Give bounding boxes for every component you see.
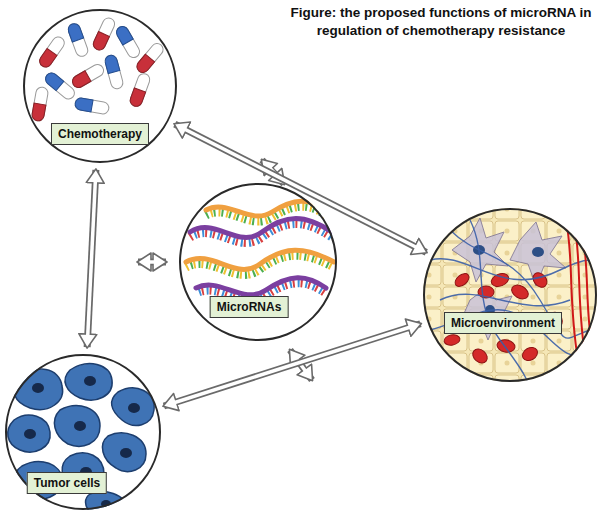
influence-arrows [138, 160, 312, 380]
pills-illustration-part [129, 72, 152, 108]
microenvironment-illustration-part-part [453, 271, 472, 289]
node-label: Chemotherapy [51, 123, 149, 145]
microenvironment-illustration-part-part [496, 339, 516, 354]
tumor-cells-illustration-part-part [120, 448, 132, 458]
microenvironment-illustration-part-part [470, 346, 490, 365]
tumor-cells-illustration-part-part [15, 369, 63, 409]
microenvironment-illustration-part-part [582, 230, 594, 360]
microenvironment-illustration-part [420, 205, 600, 385]
microrna-strands-part-part [186, 250, 334, 269]
arrow-inner [183, 128, 418, 248]
microrna-strands [186, 201, 334, 300]
microrna-strands-part [186, 201, 334, 295]
tumor-cells-illustration-part-part [65, 364, 112, 400]
tumor-cells-illustration [0, 350, 170, 516]
tumor-cells-illustration-part [24, 376, 140, 508]
tumor-cells-illustration-part-part [112, 388, 155, 425]
tumor-cells-illustration-part-part [101, 500, 111, 508]
pills-illustration-part [74, 97, 110, 115]
pills-illustration-part [134, 41, 165, 75]
tumor-cells-illustration-part-part [128, 403, 140, 413]
microenvironment-illustration-part-part [509, 282, 531, 301]
interaction-arrow-group [164, 324, 421, 406]
microrna-strands-part [186, 206, 334, 300]
influence-arrows-part [146, 260, 158, 264]
microenvironment-illustration-part-part [443, 334, 460, 347]
circle-node: Tumor cells [5, 354, 161, 510]
node-label: MicroRNAs [210, 296, 289, 318]
pills-illustration-part [91, 16, 116, 52]
circle-grounds-part [179, 183, 337, 341]
interaction-arrow [175, 124, 426, 252]
microenvironment-illustration-part [443, 270, 564, 366]
pills-illustration-part [43, 70, 77, 101]
circle-grounds-part [23, 9, 177, 163]
microenvironment-illustration [420, 205, 600, 385]
microenvironment-illustration-part-part [574, 222, 586, 362]
microenvironment-illustration-part-part [520, 345, 540, 363]
figure-title: Figure: the proposed functions of microR… [286, 4, 596, 40]
tumor-cells-illustration-part-part [74, 421, 86, 431]
microenvironment-illustration-part [430, 220, 600, 385]
microenvironment-illustration-part [566, 220, 594, 362]
pills-illustration-part [70, 62, 105, 89]
arrow-inner [88, 179, 96, 338]
pills-illustration-part [67, 22, 90, 58]
microrna-strands-part-part [190, 219, 332, 238]
microenvironment-illustration-part-part [530, 270, 549, 290]
tumor-cells-illustration-part-part [54, 406, 100, 447]
node-label: Tumor cells [27, 472, 107, 494]
interaction-arrow [87, 170, 96, 347]
pills-illustration [31, 16, 165, 122]
pills-illustration-part [31, 86, 49, 122]
tumor-cells-illustration-part-part [84, 376, 96, 386]
microrna-strands-part-part [206, 201, 326, 216]
tumor-cells-illustration-part-part [32, 383, 44, 393]
pills-illustration-part [114, 24, 141, 59]
circle-node: MicroRNAs [179, 183, 337, 341]
influence-arrows-part [138, 259, 166, 266]
circle-node: Chemotherapy [23, 9, 177, 163]
tumor-cells-illustration-part-part [24, 429, 36, 439]
node-label: Microenvironment [444, 312, 562, 334]
pills-illustration-part [37, 35, 66, 70]
tumor-cells-illustration-part [0, 350, 170, 516]
microrna-strands-part-part [196, 278, 326, 295]
arrow-inner [173, 326, 412, 403]
microenvironment-illustration-part-part [470, 220, 530, 385]
pills-illustration-part [104, 54, 124, 90]
tumor-cells-illustration-part-part [86, 492, 127, 516]
tumor-cells-illustration-part-part [8, 415, 50, 452]
interaction-arrow-group [87, 170, 96, 347]
microenvironment-illustration-part-part [532, 247, 544, 257]
interaction-arrow [164, 324, 421, 406]
microenvironment-illustration-part-part [440, 294, 570, 306]
interaction-arrow-group [175, 124, 426, 252]
tumor-cells-illustration-part-part [102, 433, 146, 472]
circle-node: Microenvironment [423, 208, 597, 382]
tumor-cells-illustration-part [8, 364, 154, 516]
